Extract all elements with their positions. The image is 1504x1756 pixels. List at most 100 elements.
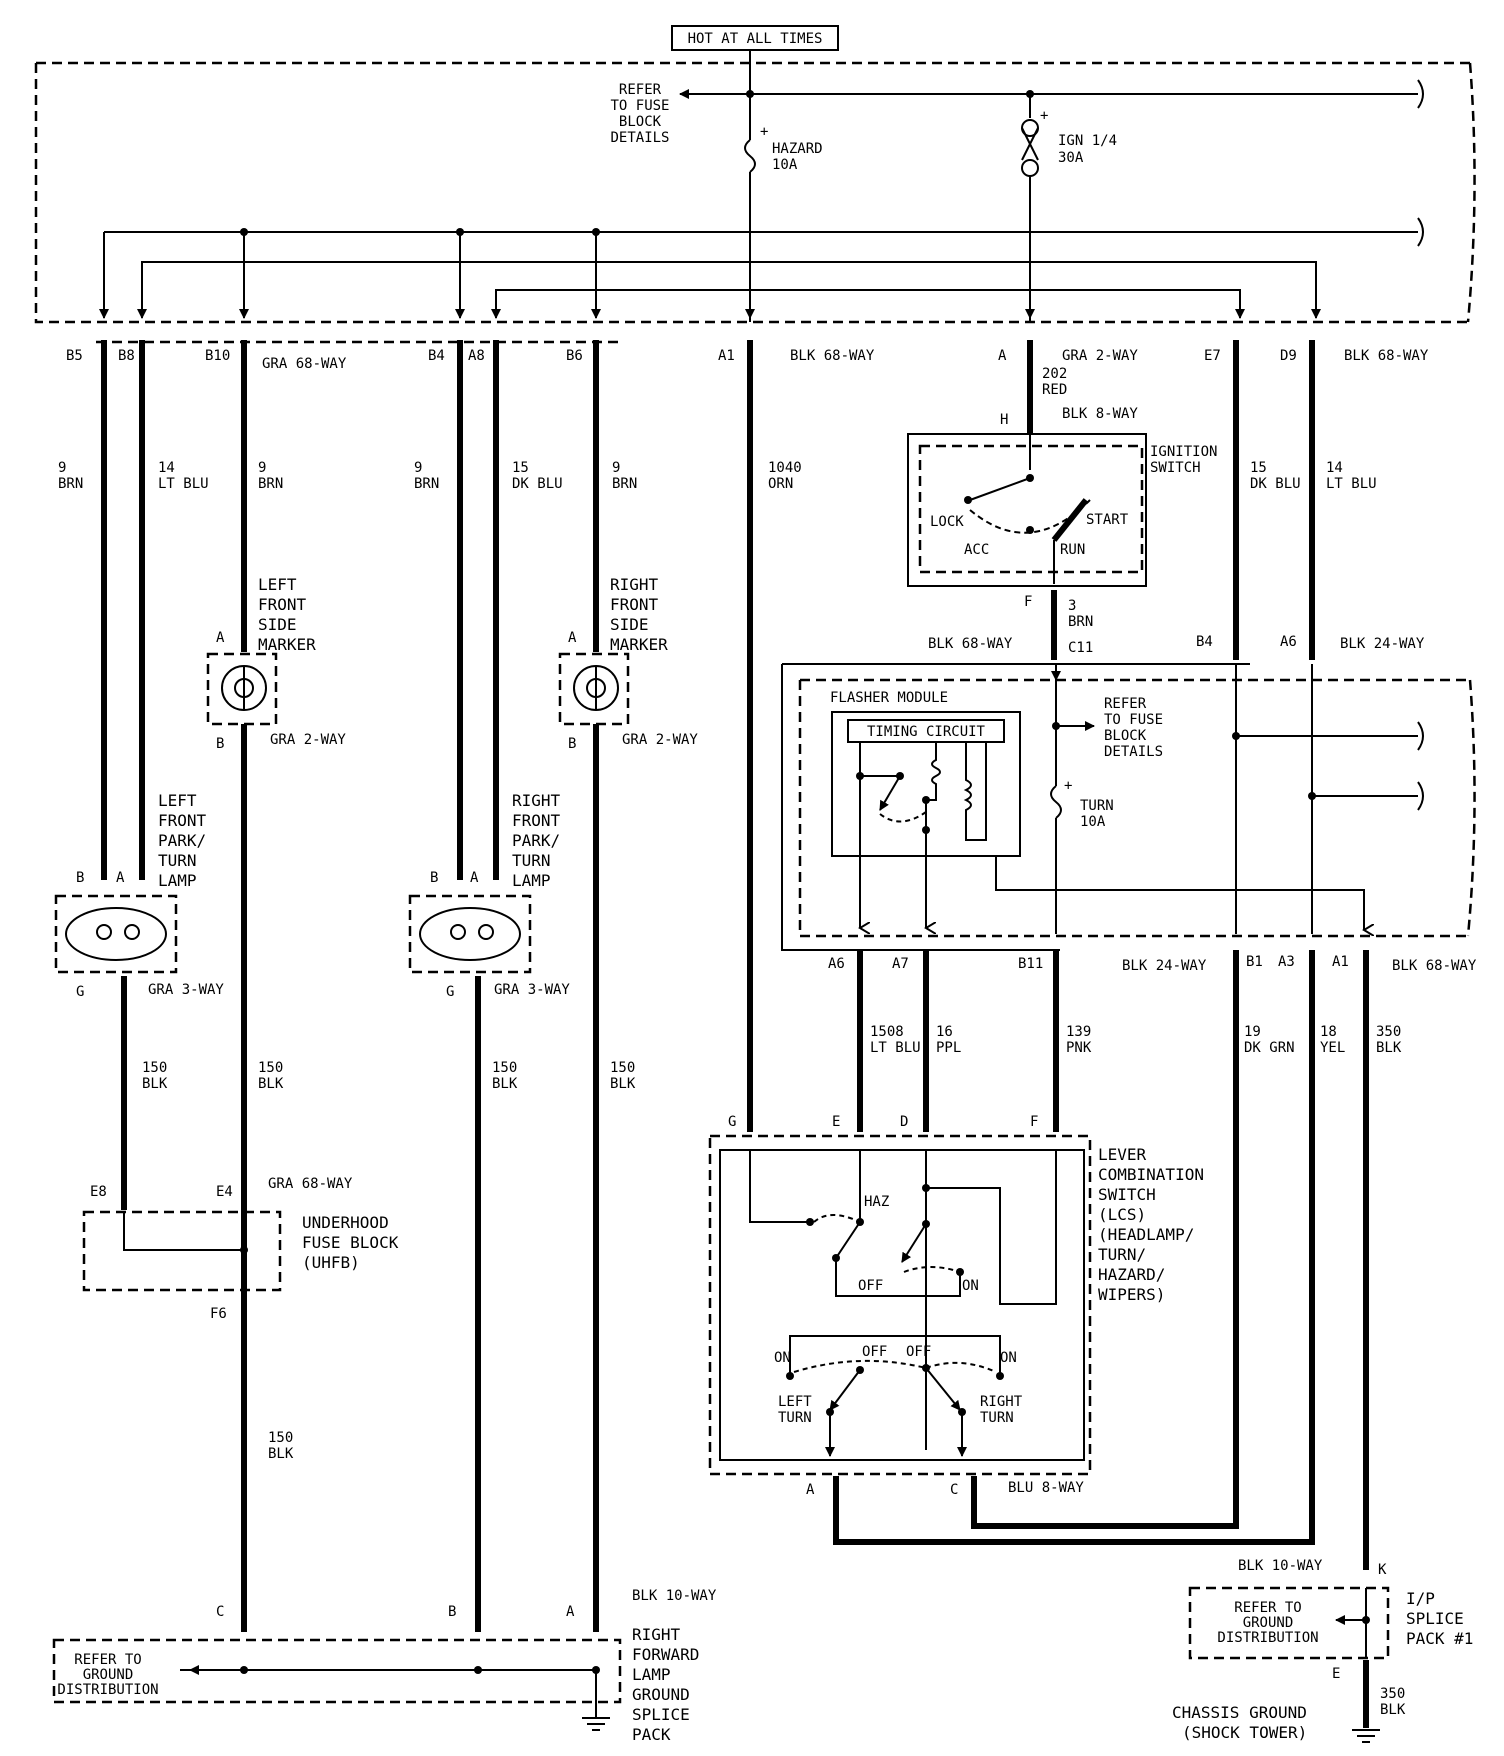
svg-text:PPL: PPL [936, 1040, 961, 1056]
svg-text:G: G [446, 984, 454, 1000]
svg-text:RUN: RUN [1060, 542, 1085, 558]
svg-text:G: G [728, 1114, 736, 1130]
refer-fuse-top: REFER TO FUSE BLOCK DETAILS [610, 82, 669, 146]
svg-text:REFER TO: REFER TO [74, 1652, 141, 1668]
svg-text:GRA 2-WAY: GRA 2-WAY [622, 732, 698, 748]
svg-text:GROUND: GROUND [83, 1667, 134, 1683]
svg-text:+: + [1064, 778, 1072, 794]
svg-text:TURN: TURN [980, 1410, 1014, 1426]
svg-text:E8: E8 [90, 1184, 107, 1200]
svg-text:14: 14 [1326, 460, 1343, 476]
svg-text:DK BLU: DK BLU [1250, 476, 1301, 492]
svg-text:D: D [900, 1114, 908, 1130]
left-side-wires [101, 340, 599, 1632]
c200-connector-row: B5 B8 B10 GRA 68-WAY B4 A8 B6 A1 BLK 68-… [66, 340, 1429, 372]
svg-text:A1: A1 [718, 348, 735, 364]
svg-text:A7: A7 [892, 956, 909, 972]
svg-text:30A: 30A [1058, 150, 1084, 166]
svg-text:A6: A6 [828, 956, 845, 972]
svg-text:+: + [1040, 108, 1048, 124]
svg-text:9: 9 [414, 460, 422, 476]
internal-bus-lines [99, 217, 1424, 319]
svg-text:DISTRIBUTION: DISTRIBUTION [1217, 1630, 1318, 1646]
svg-text:A3: A3 [1278, 954, 1295, 970]
svg-text:COMBINATION: COMBINATION [1098, 1165, 1204, 1184]
svg-text:10A: 10A [1080, 814, 1106, 830]
svg-text:BLOCK: BLOCK [1104, 728, 1147, 744]
svg-text:SWITCH: SWITCH [1150, 460, 1201, 476]
svg-text:FUSE BLOCK: FUSE BLOCK [302, 1233, 399, 1252]
svg-text:15: 15 [1250, 460, 1267, 476]
svg-text:F6: F6 [210, 1306, 227, 1322]
svg-text:E: E [832, 1114, 840, 1130]
ign-fuse: + IGN 1/4 30A [1021, 94, 1117, 322]
ip-splice-pack: BLK 10-WAY K REFER TO GROUND DISTRIBUTIO… [1188, 1558, 1473, 1682]
svg-text:LT BLU: LT BLU [870, 1040, 921, 1056]
svg-text:C11: C11 [1068, 640, 1093, 656]
svg-text:REFER TO: REFER TO [1234, 1600, 1301, 1616]
svg-text:A: A [566, 1604, 575, 1620]
hot-at-all-times-box: HOT AT ALL TIMES [671, 25, 839, 51]
svg-text:139: 139 [1066, 1024, 1091, 1040]
svg-text:A: A [216, 630, 225, 646]
svg-text:C: C [950, 1482, 958, 1498]
svg-text:RIGHT: RIGHT [632, 1625, 681, 1644]
svg-text:350: 350 [1376, 1024, 1401, 1040]
svg-text:150: 150 [268, 1430, 293, 1446]
svg-text:B10: B10 [205, 348, 230, 364]
svg-text:B: B [448, 1604, 456, 1620]
svg-text:(UHFB): (UHFB) [302, 1253, 360, 1272]
ignition-switch: H BLK 8-WAY LOCK START ACC RUN IGNITION … [907, 406, 1217, 610]
svg-text:(HEADLAMP/: (HEADLAMP/ [1098, 1225, 1194, 1244]
svg-text:150: 150 [142, 1060, 167, 1076]
svg-text:BLK 24-WAY: BLK 24-WAY [1340, 636, 1425, 652]
svg-text:B4: B4 [1196, 634, 1213, 650]
svg-text:16: 16 [936, 1024, 953, 1040]
svg-text:TURN: TURN [1080, 798, 1114, 814]
svg-text:B: B [430, 870, 438, 886]
svg-text:K: K [1378, 1562, 1387, 1578]
svg-text:TO FUSE: TO FUSE [610, 98, 669, 114]
svg-text:LT BLU: LT BLU [1326, 476, 1377, 492]
svg-text:B8: B8 [118, 348, 135, 364]
svg-text:DK BLU: DK BLU [512, 476, 563, 492]
right-front-side-marker: RIGHT FRONT SIDE MARKER A B GRA 2-WAY [558, 575, 698, 752]
svg-text:150: 150 [492, 1060, 517, 1076]
svg-text:350: 350 [1380, 1686, 1405, 1702]
svg-text:SPLICE: SPLICE [632, 1705, 690, 1724]
hot-at-all-times-label: HOT AT ALL TIMES [688, 31, 823, 47]
svg-text:BLK 68-WAY: BLK 68-WAY [1392, 958, 1477, 974]
svg-text:BLK: BLK [268, 1446, 294, 1462]
svg-text:LAMP: LAMP [512, 871, 551, 890]
svg-text:B6: B6 [566, 348, 583, 364]
svg-text:TURN: TURN [512, 851, 551, 870]
svg-text:B: B [76, 870, 84, 886]
svg-text:1040: 1040 [768, 460, 802, 476]
svg-text:GROUND: GROUND [632, 1685, 690, 1704]
chassis-ground-symbol [1352, 1729, 1380, 1743]
svg-text:ACC: ACC [964, 542, 989, 558]
svg-text:E: E [1332, 1666, 1340, 1682]
svg-text:LAMP: LAMP [158, 871, 197, 890]
svg-text:PARK/: PARK/ [158, 831, 206, 850]
svg-text:BLK: BLK [142, 1076, 168, 1092]
svg-text:YEL: YEL [1320, 1040, 1345, 1056]
svg-text:B11: B11 [1018, 956, 1043, 972]
svg-text:MARKER: MARKER [258, 635, 316, 654]
svg-text:A6: A6 [1280, 634, 1297, 650]
chassis-ground-label: CHASSIS GROUND [1172, 1703, 1307, 1722]
svg-text:HAZARD/: HAZARD/ [1098, 1265, 1165, 1284]
svg-text:SIDE: SIDE [258, 615, 297, 634]
svg-text:RIGHT: RIGHT [980, 1394, 1023, 1410]
svg-text:HAZ: HAZ [864, 1194, 889, 1210]
svg-text:BLOCK: BLOCK [619, 114, 662, 130]
svg-text:TIMING CIRCUIT: TIMING CIRCUIT [867, 724, 986, 740]
svg-text:BRN: BRN [612, 476, 637, 492]
right-forward-ground-splice: C B A BLK 10-WAY REFER TO GROUND DISTRIB… [52, 1588, 717, 1744]
svg-text:14: 14 [158, 460, 175, 476]
svg-text:TURN/: TURN/ [1098, 1245, 1146, 1264]
flasher-module: FLASHER MODULE TIMING CIRCUIT + TURN 10A… [781, 663, 1476, 951]
svg-text:G: G [76, 984, 84, 1000]
svg-text:REFER: REFER [619, 82, 662, 98]
svg-text:FRONT: FRONT [610, 595, 659, 614]
